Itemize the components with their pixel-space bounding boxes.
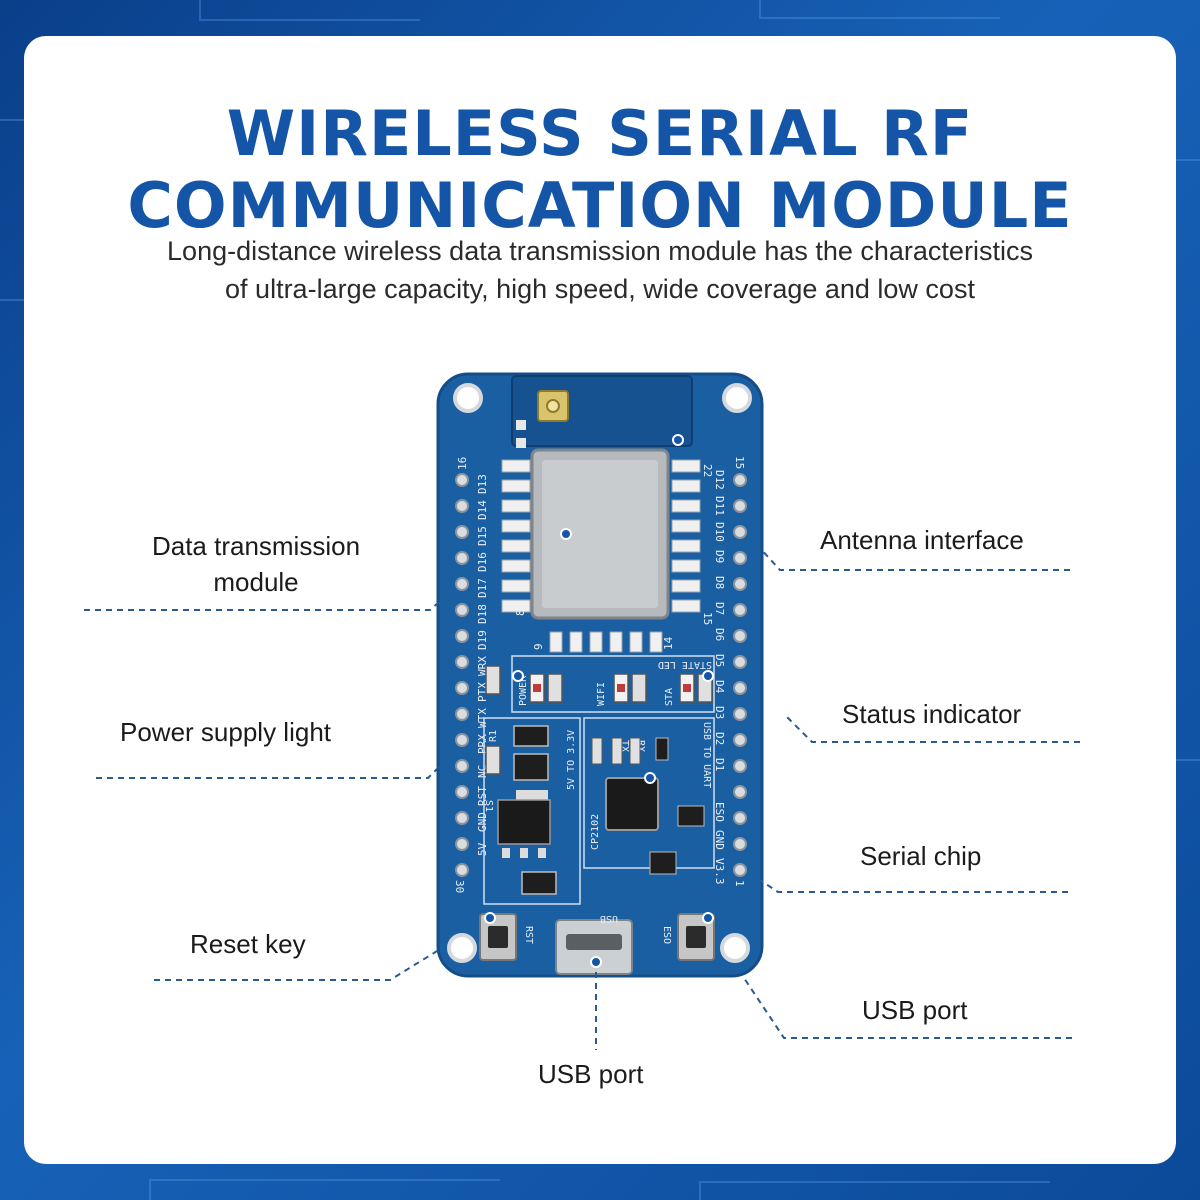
pin-label-right-10: D2 <box>713 732 726 745</box>
usb-label: USB <box>600 913 618 924</box>
micro-usb-connector <box>555 919 633 975</box>
pin-label-left-6: D19 <box>476 630 489 650</box>
callout-usb-port-right: USB port <box>862 995 968 1025</box>
right-header-pins <box>733 473 747 877</box>
pin-label-left-12: RST <box>476 786 489 806</box>
pin-label-left-5: D18 <box>476 604 489 624</box>
cp2102-chip <box>605 777 659 831</box>
uart-section-outline <box>583 717 715 869</box>
pin-number-1: 1 <box>733 880 746 887</box>
title-line-2: COMMUNICATION MODULE <box>127 169 1073 242</box>
regulator-components <box>497 725 557 895</box>
pin-number-16: 16 <box>456 457 469 470</box>
callout-markers <box>484 434 714 968</box>
callout-usb-port-bottom: USB port <box>538 1059 644 1089</box>
pin-label-right-4: D8 <box>713 576 726 589</box>
mounting-holes <box>447 383 752 963</box>
pin-number-15: 15 <box>733 456 746 469</box>
pin-label-left-1: D14 <box>476 500 489 520</box>
uart-components <box>591 737 705 875</box>
callout-data-transmission-module: Data transmission module <box>136 528 376 600</box>
callout-serial-chip: Serial chip <box>860 841 982 871</box>
voltage-regulator <box>497 799 551 845</box>
callout-antenna-interface: Antenna interface <box>820 525 1024 555</box>
sta-label: STA <box>664 688 675 706</box>
subtitle-line-1: Long-distance wireless data transmission… <box>167 236 1033 266</box>
module-pin-14: 14 <box>662 636 675 650</box>
pin-label-left-3: D16 <box>476 552 489 572</box>
title-line-1: WIRELESS SERIAL RF <box>226 97 974 170</box>
pin-label-left-0: D13 <box>476 474 489 494</box>
tx-label: TX <box>619 740 630 752</box>
wifi-label: WIFI <box>596 682 607 706</box>
pin-label-right-12: ESO <box>713 802 726 822</box>
callout-data-transmission-line-1: Data transmission <box>151 531 361 561</box>
module-pads-left <box>501 459 531 613</box>
callout-status-indicator: Status indicator <box>842 699 1022 729</box>
pin-label-left-13: GND <box>476 812 489 832</box>
page-subtitle: Long-distance wireless data transmission… <box>124 232 1076 308</box>
eso-label: ESO <box>661 926 672 944</box>
left-header-pins <box>455 473 469 877</box>
power-label: POWER <box>518 675 529 706</box>
chip-model-label: CP2102 <box>590 814 601 850</box>
module-pads-bottom <box>549 631 663 653</box>
state-led-label: STATE LED <box>658 659 712 670</box>
module-pin-22: 22 <box>701 464 714 477</box>
pin-label-right-11: D1 <box>713 758 726 771</box>
r1-label: R1 <box>488 730 499 742</box>
led-section-outline <box>511 655 715 713</box>
subtitle-line-2: of ultra-large capacity, high speed, wid… <box>225 274 975 304</box>
rst-label: RST <box>523 926 534 944</box>
regulator-section-outline <box>483 717 581 905</box>
pin-label-right-13: GND <box>713 830 726 850</box>
pin-label-right-3: D9 <box>713 550 726 563</box>
regulator-label: 5V TO 3.3V <box>566 730 577 790</box>
pin-label-left-14: 5V <box>476 842 489 856</box>
callout-power-supply-light: Power supply light <box>120 717 331 747</box>
pin-label-right-5: D7 <box>713 602 726 615</box>
uart-label: USB TO UART <box>701 722 712 788</box>
eso-button <box>677 913 715 961</box>
pin-label-left-4: D17 <box>476 578 489 598</box>
callout-reset-key: Reset key <box>190 929 306 959</box>
module-pin-15: 15 <box>701 612 714 625</box>
pin-label-right-2: D10 <box>713 522 726 542</box>
pin-label-right-8: D4 <box>713 680 726 694</box>
pin-label-right-0: D12 <box>713 470 726 490</box>
pin-label-left-2: D15 <box>476 526 489 546</box>
module-pin-1: 1 <box>514 461 527 468</box>
module-pin-9: 9 <box>532 643 545 650</box>
module-pads-right <box>671 459 701 613</box>
pin-number-30: 30 <box>453 880 466 893</box>
pin-label-right-6: D6 <box>713 628 726 641</box>
reset-button <box>479 913 517 961</box>
pin-label-right-9: D3 <box>713 706 726 719</box>
pin-label-right-14: V3.3 <box>713 858 726 885</box>
callout-data-transmission-line-2: module <box>213 567 299 597</box>
pin-label-left-9: WTX <box>476 708 489 728</box>
page-title: WIRELESS SERIAL RF COMMUNICATION MODULE <box>24 98 1176 242</box>
pin-label-right-7: D5 <box>713 654 726 667</box>
leader-lines <box>84 545 1080 1050</box>
module-pin-8: 8 <box>514 609 527 616</box>
pin-label-right-1: D11 <box>713 496 726 516</box>
s1-label: S1 <box>483 800 494 812</box>
